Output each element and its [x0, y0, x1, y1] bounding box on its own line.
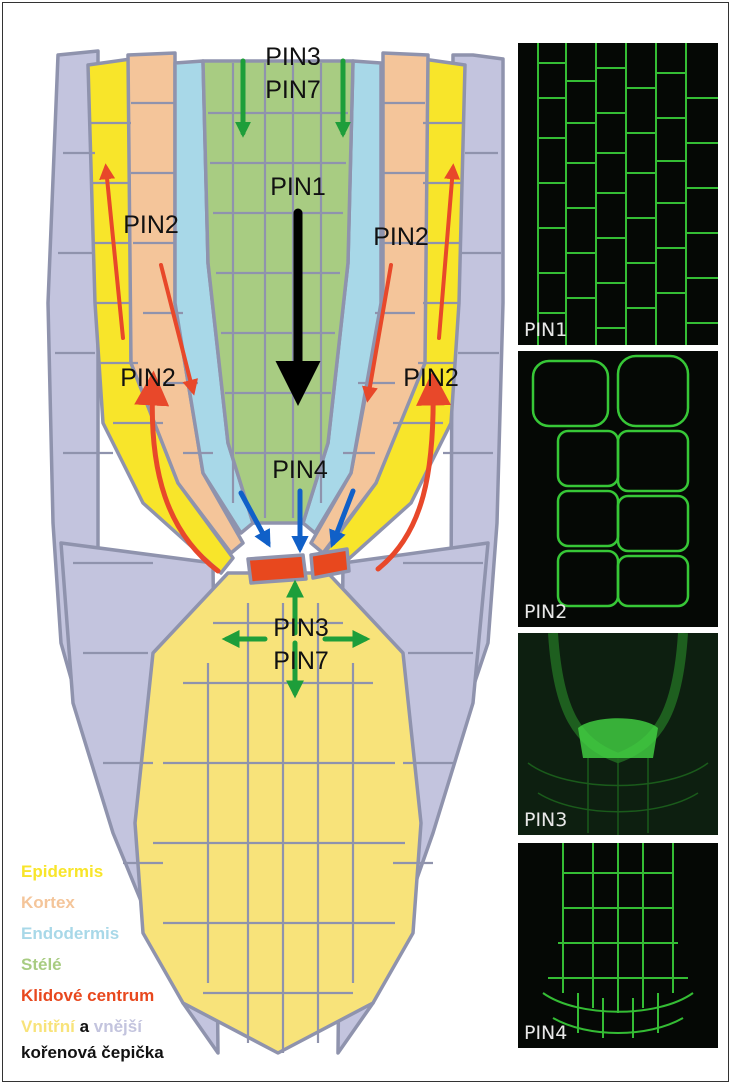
label-pin7-bottom: PIN7 [273, 647, 329, 675]
legend-epidermis: Epidermis [21, 856, 164, 887]
label-pin2-lower-right: PIN2 [403, 364, 459, 392]
quiescent-center-right [311, 549, 349, 578]
micrograph-pin3-cells [518, 633, 718, 835]
micrograph-pin4: PIN4 [518, 843, 718, 1048]
micrograph-label-pin3: PIN3 [524, 809, 567, 831]
label-pin1: PIN1 [270, 173, 326, 201]
label-pin2-upper-left: PIN2 [123, 211, 179, 239]
micrograph-label-pin2: PIN2 [524, 601, 567, 623]
inner-root-cap [135, 573, 421, 1053]
label-pin2-lower-left: PIN2 [120, 364, 176, 392]
legend-root-cap: kořenová čepička [21, 1042, 164, 1064]
legend-inner-root-cap: Vnitřní [21, 1017, 75, 1036]
legend-kortex: Kortex [21, 887, 164, 918]
quiescent-center [248, 555, 306, 583]
legend-root-cap-row: Vnitřní a vnější [21, 1011, 164, 1042]
tissue-legend: Epidermis Kortex Endodermis Stélé Klidov… [21, 856, 164, 1064]
legend-stele: Stélé [21, 949, 164, 980]
micrograph-label-pin1: PIN1 [524, 319, 567, 341]
label-pin2-upper-right: PIN2 [373, 223, 429, 251]
label-pin3-bottom: PIN3 [273, 614, 329, 642]
label-pin7-top: PIN7 [265, 76, 321, 104]
micrograph-label-pin4: PIN4 [524, 1022, 567, 1044]
label-pin4: PIN4 [272, 456, 328, 484]
label-pin3-top: PIN3 [265, 43, 321, 71]
micrograph-pin2-cells [518, 351, 718, 627]
micrograph-pin2: PIN2 [518, 351, 718, 627]
micrograph-pin1-cells [518, 43, 718, 345]
micrograph-pin3: PIN3 [518, 633, 718, 835]
legend-endodermis: Endodermis [21, 918, 164, 949]
legend-outer-root-cap: vnější [94, 1017, 142, 1036]
legend-klidove-centrum: Klidové centrum [21, 980, 164, 1011]
legend-and: a [75, 1017, 94, 1036]
micrograph-pin4-cells [518, 843, 718, 1048]
micrograph-pin1: PIN1 [518, 43, 718, 345]
